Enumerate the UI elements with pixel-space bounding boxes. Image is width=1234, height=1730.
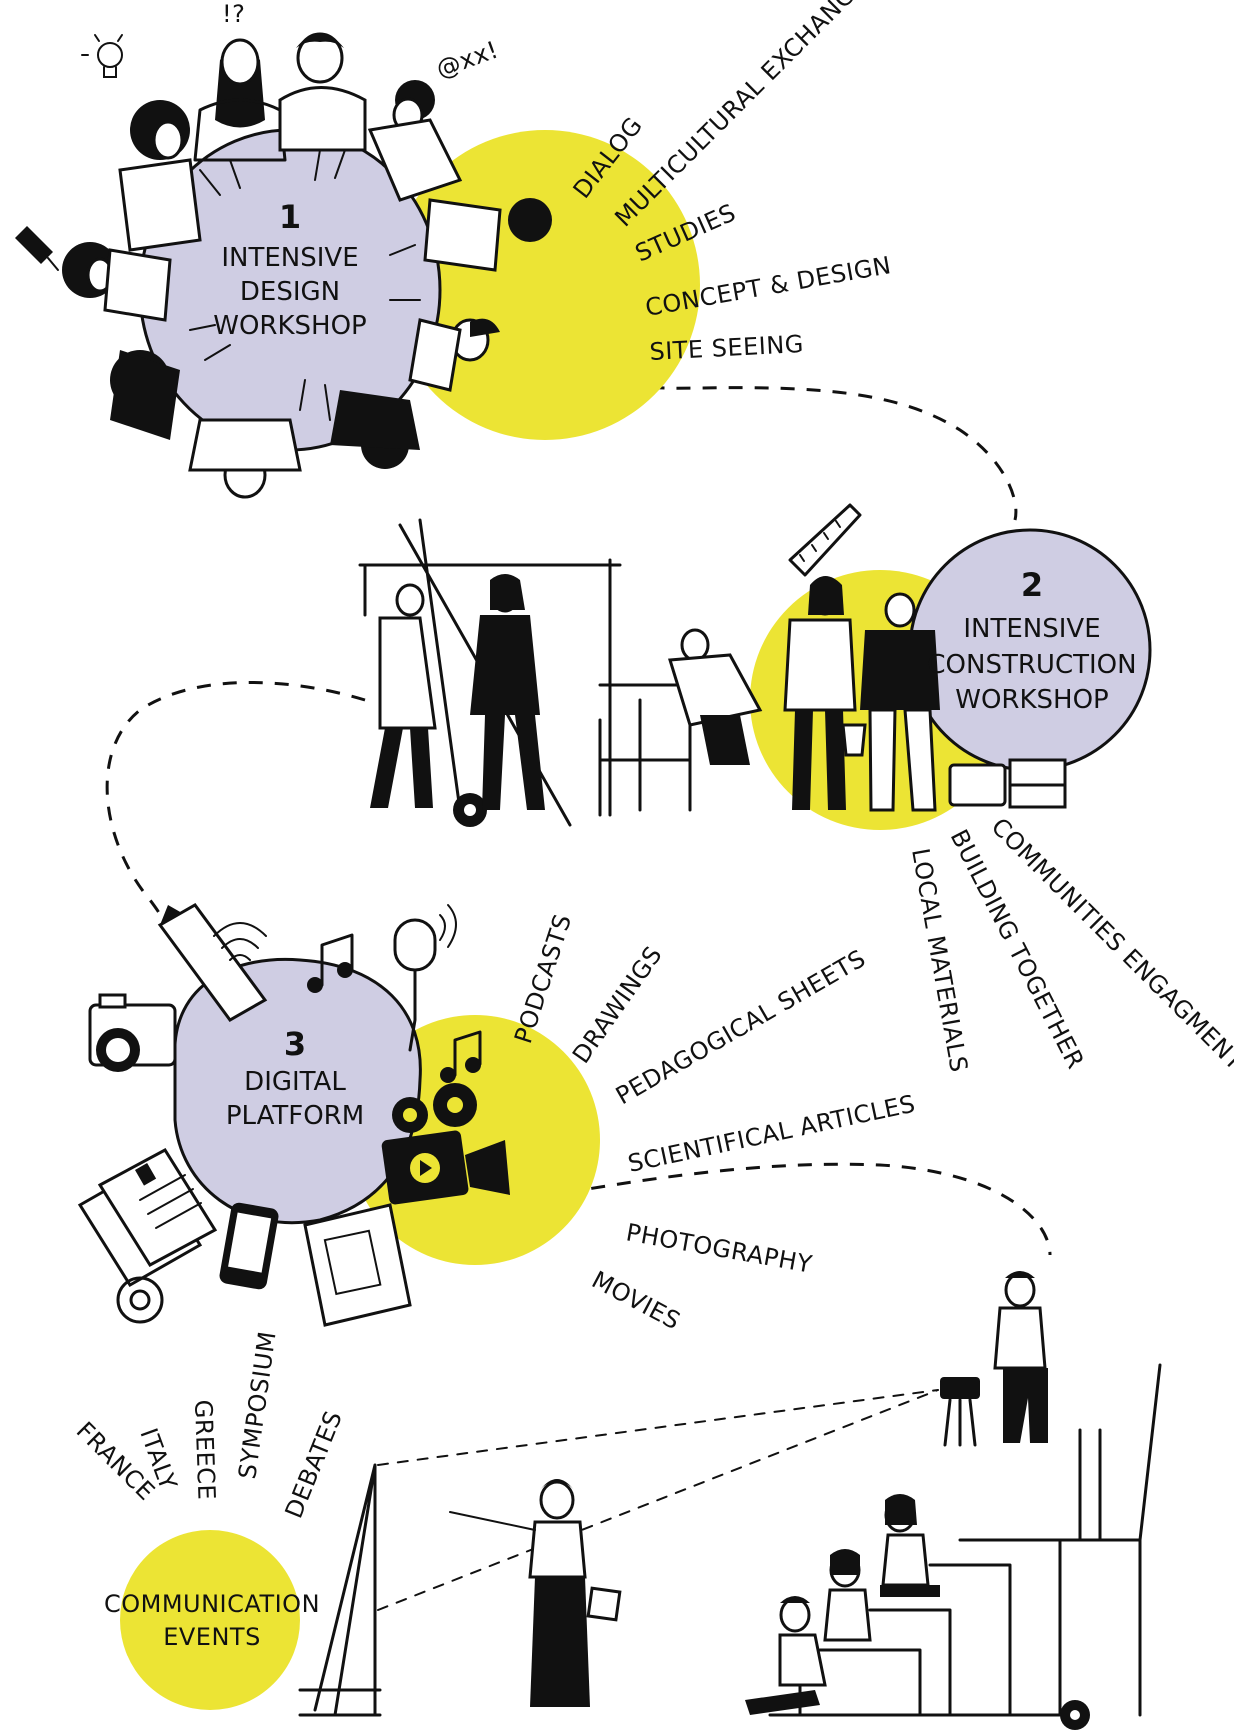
- stage-4-title-line-1: COMMUNICATION: [104, 1590, 320, 1618]
- stage-4-communication-events: COMMUNICATION EVENTS FRANCE ITALY GREECE…: [71, 1271, 1162, 1730]
- projectionist: [993, 1271, 1048, 1443]
- dashed-path-3-to-4: [539, 1162, 1052, 1256]
- dashed-path-2-to-3: [105, 681, 366, 946]
- stage-1-intensive-design-workshop: !? @xx! 1 INTENSIVE DESIGN WORKSHOP DIAL…: [15, 0, 893, 499]
- stage-2-number: 2: [1021, 566, 1043, 604]
- label-local-materials: LOCAL MATERIALS: [906, 846, 973, 1074]
- projector-icon: [940, 1377, 980, 1447]
- presenter: [449, 1479, 622, 1707]
- workshop-participants: [62, 32, 552, 499]
- stage-2-title-line-1: INTENSIVE: [963, 614, 1100, 644]
- stage-4-title-line-2: EVENTS: [163, 1623, 261, 1651]
- pen-icon: [15, 226, 59, 271]
- stage-3-title-line-1: DIGITAL: [244, 1067, 346, 1097]
- screen-frame: [298, 1389, 939, 1717]
- label-symposium: SYMPOSIUM: [233, 1329, 281, 1481]
- wifi-icon: [213, 922, 267, 961]
- label-podcasts: PODCASTS: [509, 911, 577, 1047]
- stage-1-title-line-1: INTENSIVE: [221, 243, 358, 273]
- materials-boxes: [948, 758, 1067, 809]
- book-icon: [303, 1203, 412, 1327]
- doodle-swear: @xx!: [432, 35, 502, 83]
- documents-icon: [77, 1148, 218, 1288]
- microphone-icon: [393, 904, 457, 1052]
- smartphone-icon: [219, 1202, 279, 1290]
- camera-icon: [88, 993, 177, 1072]
- pencil-icon: [157, 903, 268, 1022]
- label-scientifical-articles: SCIENTIFICAL ARTICLES: [625, 1090, 918, 1178]
- doodle-exclamation: !?: [222, 0, 245, 28]
- film-camera-icon: [381, 1083, 510, 1205]
- saw-icon: [788, 503, 862, 577]
- construction-workers: [370, 574, 940, 812]
- stage-2-title-line-2: CONSTRUCTION: [927, 650, 1136, 680]
- audience: [745, 1494, 940, 1715]
- stage-1-title-line-3: WORKSHOP: [213, 311, 367, 341]
- stage-4-yellow-circle: [120, 1530, 300, 1710]
- lightbulb-icon: [81, 34, 123, 78]
- stage-2-title-line-3: WORKSHOP: [955, 685, 1109, 715]
- label-movies: MOVIES: [587, 1266, 685, 1336]
- at-sign-icon: [116, 1276, 164, 1324]
- label-multicultural-exchange: MULTICULTURAL EXCHANGE: [609, 0, 872, 232]
- stage-3-digital-platform: 3 DIGITAL PLATFORM PODCASTS DRAWINGS PED…: [77, 903, 918, 1336]
- stage-3-title-line-2: PLATFORM: [226, 1101, 364, 1131]
- bucket-icon: [841, 723, 867, 757]
- stage-1-number: 1: [279, 198, 301, 236]
- music-notes-icon: [307, 933, 482, 1083]
- bleachers: [768, 1363, 1162, 1730]
- stage-1-title-line-2: DESIGN: [240, 277, 340, 307]
- label-drawings: DRAWINGS: [567, 941, 668, 1068]
- label-photography: PHOTOGRAPHY: [624, 1218, 814, 1278]
- stage-3-number: 3: [284, 1025, 306, 1063]
- label-greece: GREECE: [189, 1399, 220, 1500]
- label-debates: DEBATES: [280, 1407, 348, 1522]
